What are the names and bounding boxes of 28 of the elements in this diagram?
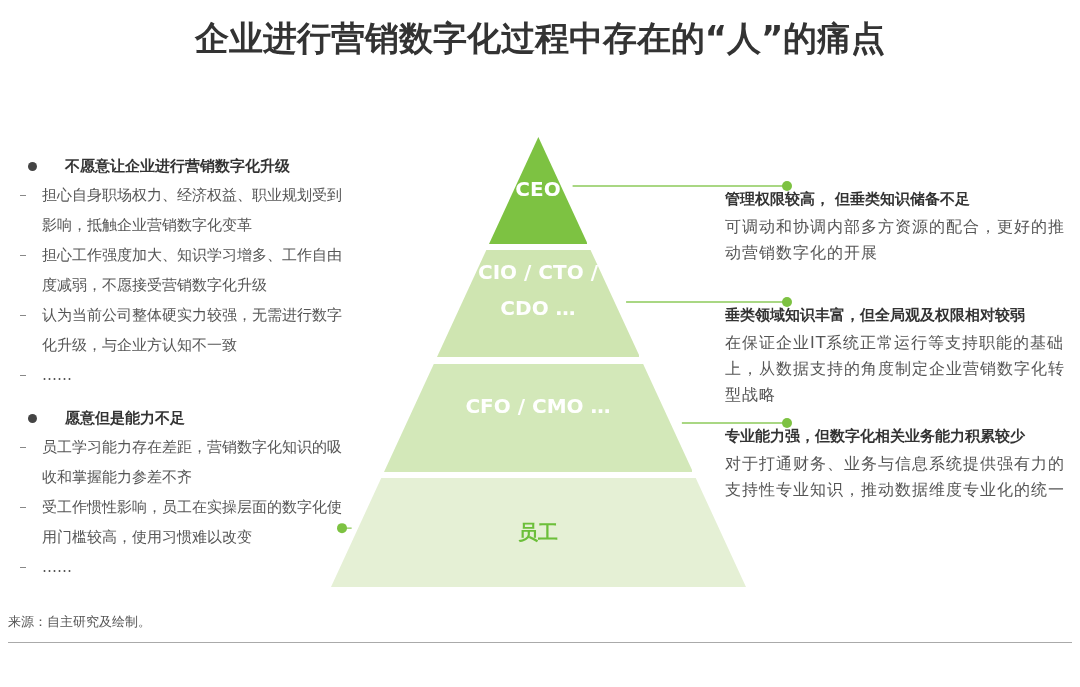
tier-label: 员工 <box>517 519 559 546</box>
tier-label: CIO / CTO / CDO … <box>478 259 598 322</box>
section-heading: 不愿意让企业进行营销数字化升级 <box>65 156 291 177</box>
section-heading: 愿意但是能力不足 <box>65 408 186 429</box>
block-description: 对于打通财务、业务与信息系统提供强有力的支持性专业知识，推动数据维度专业化的统一 <box>725 453 1066 501</box>
block-heading: 专业能力强，但数字化相关业务能力积累较少 <box>725 426 1026 447</box>
list-item: 担心自身职场权力、经济权益、职业规划受到影响，抵触企业营销数字化变革 <box>42 185 342 236</box>
tier-label: CEO <box>514 176 562 203</box>
list-item: …… <box>42 557 73 578</box>
block-description: 可调动和协调内部多方资源的配合，更好的推动营销数字化的开展 <box>725 216 1066 264</box>
leader-line <box>625 297 792 307</box>
list-item: 担心工作强度加大、知识学习增多、工作自由度减弱，不愿接受营销数字化升级 <box>42 245 342 296</box>
title: 企业进行营销数字化过程中存在的“人”的痛点 <box>193 17 887 60</box>
block-description: 在保证企业IT系统正常运行等支持职能的基础上，从数据支持的角度制定企业营销数字化转型战略 <box>725 332 1066 406</box>
leader-line <box>337 523 353 534</box>
list-item: 受工作惯性影响，员工在实操层面的数字化使用门槛较高，使用习惯难以改变 <box>42 497 342 548</box>
leader-line <box>681 418 792 428</box>
block-heading: 管理权限较高， 但垂类知识储备不足 <box>725 189 972 210</box>
pyramid-top-tier <box>488 137 588 244</box>
list-item: …… <box>42 365 73 386</box>
list-item: 员工学习能力存在差距，营销数字化知识的吸收和掌握能力参差不齐 <box>42 437 342 488</box>
tier-label: CFO / CMO … <box>464 393 612 420</box>
pyramid-tier <box>383 364 693 472</box>
block-heading: 垂类领域知识丰富，但全局观及权限相对较弱 <box>725 305 1026 326</box>
source-note: 来源：自主研究及绘制。 <box>8 614 151 631</box>
list-item: 认为当前公司整体硬实力较强，无需进行数字化升级，与企业方认知不一致 <box>42 305 342 356</box>
leader-line <box>571 181 792 191</box>
pyramid-tier <box>436 250 640 357</box>
